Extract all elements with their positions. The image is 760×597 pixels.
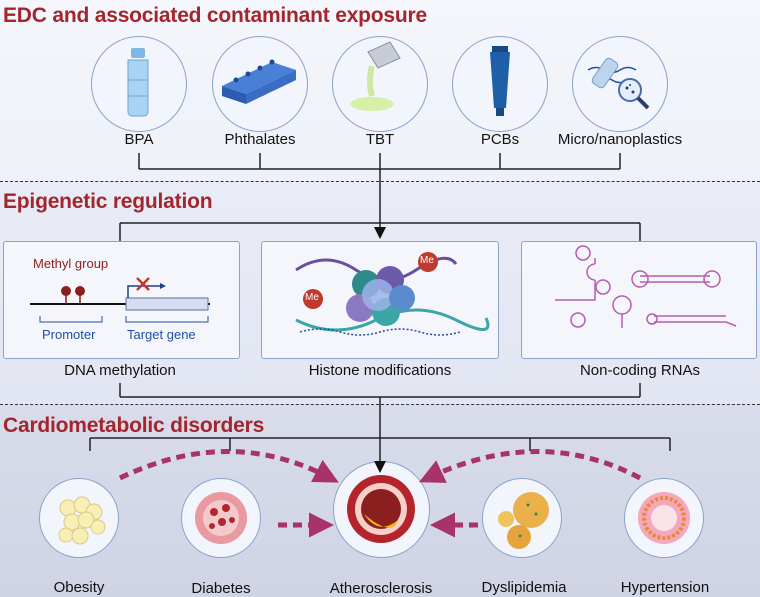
ncrna-label: Non-coding RNAs [579,362,701,379]
atherosclerosis-label: Atherosclerosis [329,580,433,597]
bpa-label: BPA [124,131,154,148]
plaque-artery-icon [347,475,415,543]
methyl-group-label: Methyl group [33,256,109,271]
pouring-can-icon [350,41,401,111]
disorders-title: Cardiometabolic disorders [3,414,265,437]
blood-vessel-icon [195,492,247,544]
exposure-bracket [138,153,621,239]
dna-methylation-label: DNA methylation [64,362,176,379]
microplastics-icon [587,57,650,110]
disorder-arrows [118,449,642,538]
pcbs-label: PCBs [480,131,520,148]
obesity-label: Obesity [53,579,105,596]
histone-me-marker: Me [420,255,434,266]
exposure-title: EDC and associated contaminant exposure [3,4,427,27]
dyslipidemia-label: Dyslipidemia [481,579,567,596]
tube-icon [490,46,510,116]
epigenetic-bottom-bracket [119,383,641,473]
rna-hairpin-icon [555,245,737,328]
artery-wall-icon [638,492,690,544]
tbt-label: TBT [365,131,395,148]
dna-methylation-icon [30,277,210,323]
nucleosome-icon [295,252,490,336]
hypertension-label: Hypertension [620,579,710,596]
promoter-label: Promoter [42,327,96,342]
bottle-icon [127,48,149,117]
fat-cells-icon [58,496,106,545]
molecule-blocks-icon [222,59,296,104]
histone-me-marker: Me [305,292,319,303]
target-gene-label: Target gene [127,327,196,342]
histone-label: Histone modifications [308,362,452,379]
disorders-bracket [89,437,671,451]
diabetes-label: Diabetes [191,580,251,597]
epigenetic-top-bracket [119,222,641,241]
epigenetic-title: Epigenetic regulation [3,190,213,213]
lipid-droplets-icon [498,492,549,549]
microplastics-label: Micro/nanoplastics [557,131,683,148]
phthalates-label: Phthalates [224,131,296,148]
